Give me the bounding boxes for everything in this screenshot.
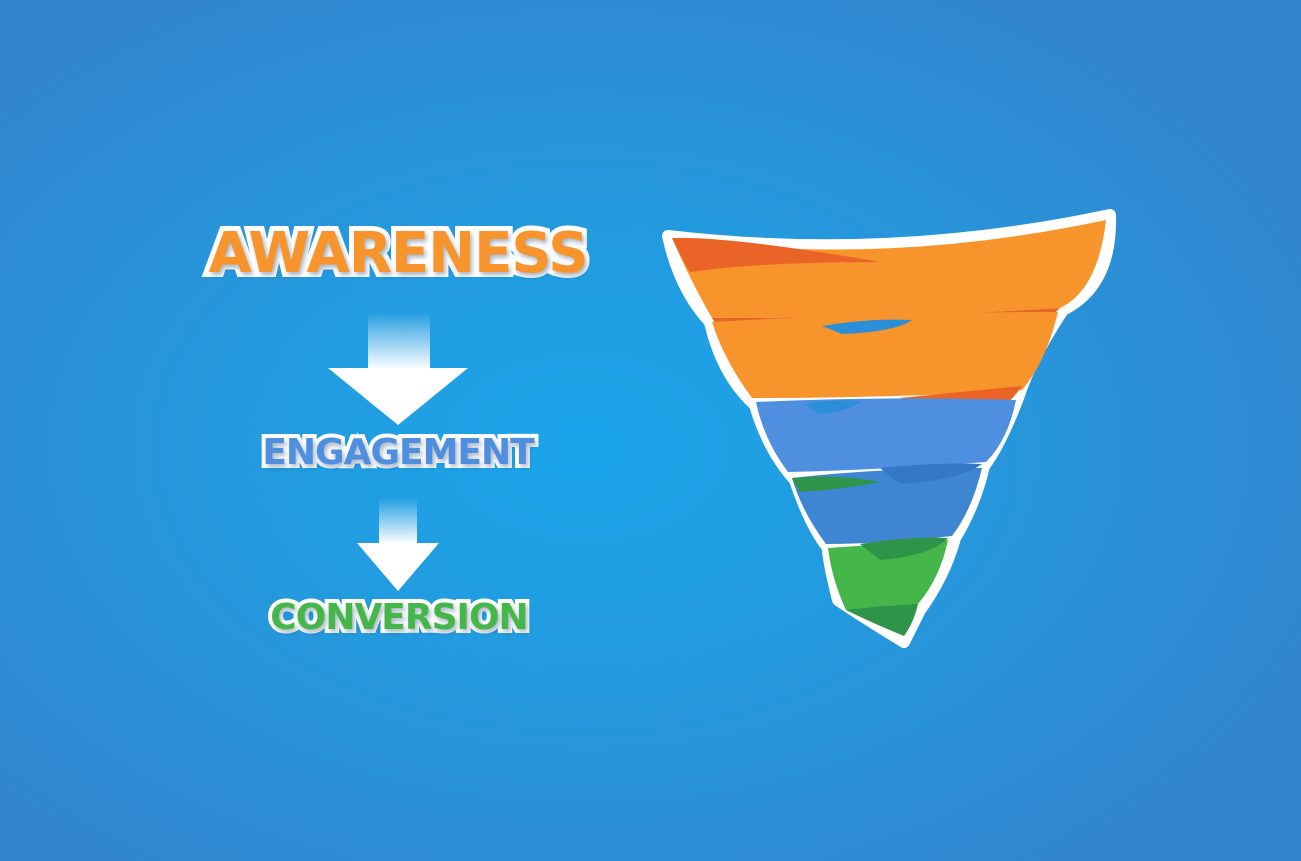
down-arrow-icon: [357, 498, 439, 591]
stage-label-awareness: AWARENESS: [203, 216, 593, 291]
funnel-band-engagement-2: [792, 463, 982, 544]
stage-label-engagement: ENGAGEMENT: [258, 428, 538, 477]
down-arrow-icon: [328, 312, 468, 425]
funnel-band-conversion: [828, 537, 948, 636]
stage-label-conversion: CONVERSION: [266, 593, 532, 642]
funnel-band-engagement: [756, 398, 1016, 472]
